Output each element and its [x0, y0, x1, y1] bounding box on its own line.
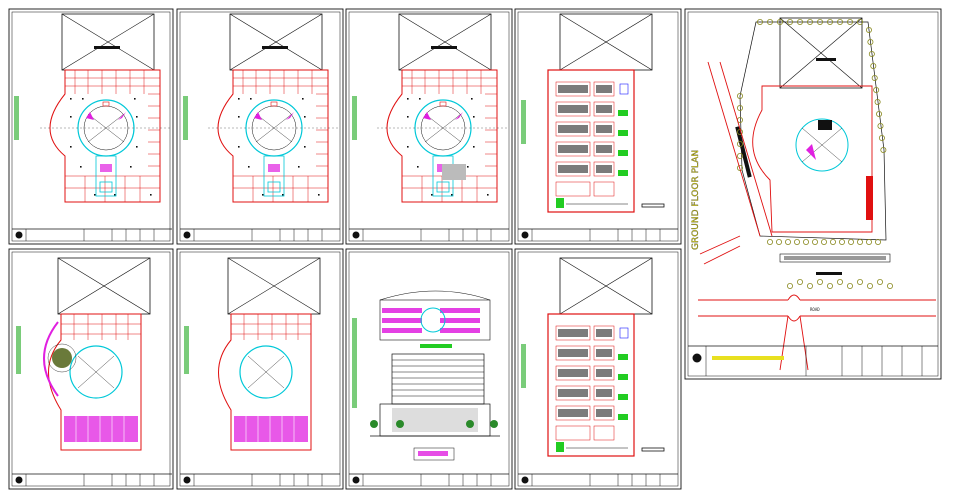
tree-icon	[785, 238, 792, 245]
title-label-bar	[712, 356, 784, 360]
tree-icon	[737, 140, 744, 147]
tree-icon	[777, 18, 784, 25]
sheet-3-floor-plan	[345, 8, 513, 245]
sheet-8-elevation	[345, 248, 513, 490]
vertical-label-bar	[184, 326, 189, 374]
tree-icon	[821, 238, 828, 245]
tree-icon	[875, 238, 882, 245]
tree-icon	[880, 146, 887, 153]
sheet-1-floor-plan	[8, 8, 174, 245]
tree-icon	[817, 18, 824, 25]
tree-icon	[787, 282, 794, 289]
tree-icon	[812, 238, 819, 245]
road-label: ROAD	[810, 307, 820, 312]
tree-icon	[847, 18, 854, 25]
sheet-9-parking-plan	[514, 248, 682, 490]
tree-icon	[857, 238, 864, 245]
sheet-2-floor-plan	[176, 8, 344, 245]
tree-icon	[873, 87, 880, 94]
tree-icon	[876, 111, 883, 118]
tree-icon	[797, 278, 804, 285]
tree-icon	[848, 238, 855, 245]
sheet-7-floor-plan	[176, 248, 344, 490]
vertical-label-bar	[16, 326, 21, 374]
tree-icon	[797, 18, 804, 25]
tree-icon	[776, 238, 783, 245]
stair-block	[442, 164, 466, 180]
tree-icon	[871, 75, 878, 82]
tree-icon	[807, 282, 814, 289]
tree-icon	[837, 18, 844, 25]
tree-icon	[857, 18, 864, 25]
tree-icon	[737, 105, 744, 112]
tree-icon	[877, 278, 884, 285]
sheet-4-parking-plan	[514, 8, 682, 245]
tree-icon	[757, 18, 764, 25]
tree-icon	[737, 152, 744, 159]
tree-icon	[827, 18, 834, 25]
tree-icon	[817, 278, 824, 285]
tree-icon	[737, 93, 744, 100]
vertical-label-bar	[521, 100, 526, 144]
tree-icon	[767, 238, 774, 245]
vertical-label-bar	[352, 96, 357, 140]
sheet-5-site-plan: ROAD GROUND FLOOR PLAN	[684, 8, 942, 380]
tree-icon	[839, 238, 846, 245]
tree-icon	[867, 282, 874, 289]
tree-icon	[874, 99, 881, 106]
tree-icon	[837, 278, 844, 285]
tree-icon	[878, 134, 885, 141]
tree-icon	[868, 51, 875, 58]
vertical-label-bar	[183, 96, 188, 140]
vertical-label-bar	[521, 344, 526, 388]
tree-icon	[794, 238, 801, 245]
north-arrow-icon	[692, 353, 702, 363]
tree-icon	[877, 123, 884, 130]
vertical-label-bar	[352, 318, 357, 408]
tree-icon	[866, 238, 873, 245]
tree-icon	[847, 282, 854, 289]
tree-icon	[827, 282, 834, 289]
tree-icon	[803, 238, 810, 245]
tree-icon	[807, 18, 814, 25]
tree-icon	[857, 278, 864, 285]
tree-icon	[787, 18, 794, 25]
tree-icon	[767, 18, 774, 25]
sheet-6-floor-plan	[8, 248, 174, 490]
tree-icon	[870, 63, 877, 70]
vertical-label-bar	[14, 96, 19, 140]
tree-icon	[887, 282, 894, 289]
tree-icon	[830, 238, 837, 245]
tree-icon	[865, 26, 872, 33]
tree-icon	[867, 39, 874, 46]
site-trees	[737, 18, 894, 289]
site-plan-title: GROUND FLOOR PLAN	[691, 150, 701, 250]
